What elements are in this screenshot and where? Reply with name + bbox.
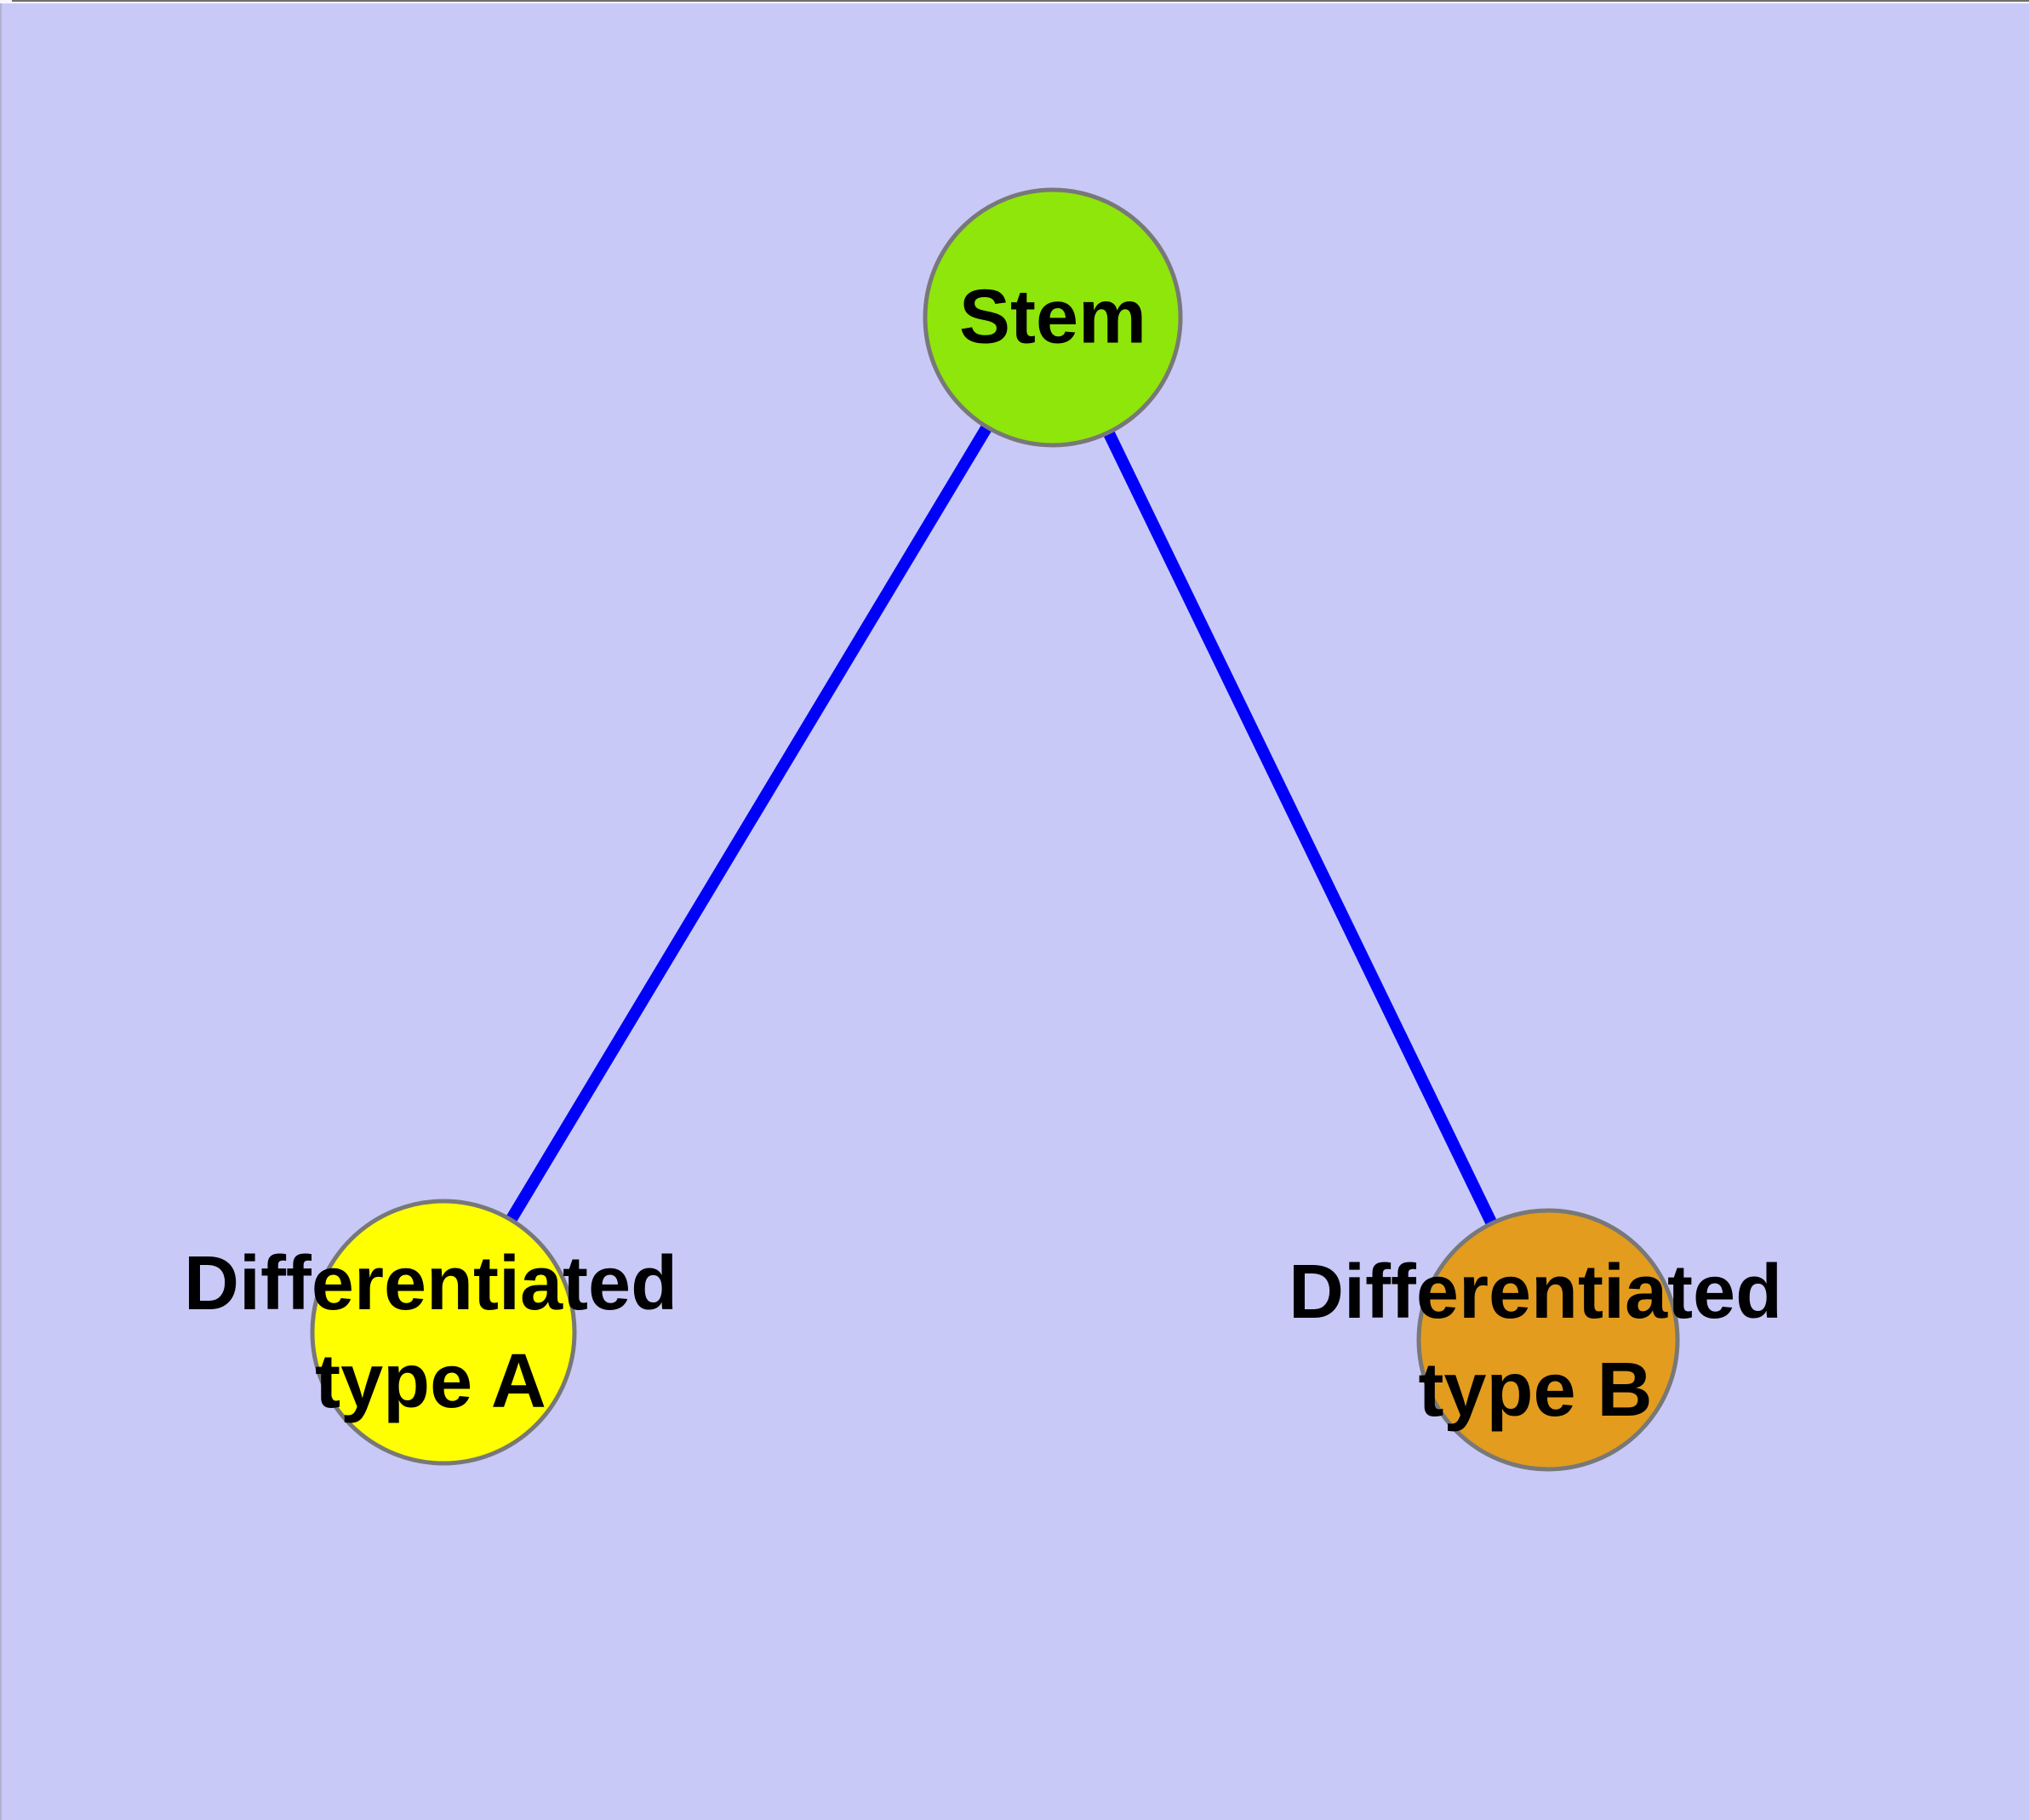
edge-stem-to-type-a <box>437 314 1059 1336</box>
node-stem-circle <box>923 187 1183 448</box>
node-type-b-label: Differentiated type B <box>1289 1244 1782 1439</box>
edge-stem-to-type-b <box>1047 314 1554 1343</box>
node-type-a-circle <box>310 1199 577 1466</box>
window-top-border-line <box>12 0 2029 2</box>
node-type-a-label: Differentiated type A <box>184 1235 677 1431</box>
node-type-b-label-line1: Differentiated <box>1288 1250 1783 1335</box>
node-type-a-label-line2: type A <box>315 1339 546 1424</box>
window-top-strip <box>0 0 2029 3</box>
node-stem-label: Stem <box>958 274 1147 360</box>
node-type-b-circle <box>1416 1208 1680 1472</box>
window-left-border-line <box>0 3 2 1820</box>
node-type-a-label-line1: Differentiated <box>183 1241 678 1326</box>
node-type-b-label-line2: type B <box>1418 1348 1653 1433</box>
